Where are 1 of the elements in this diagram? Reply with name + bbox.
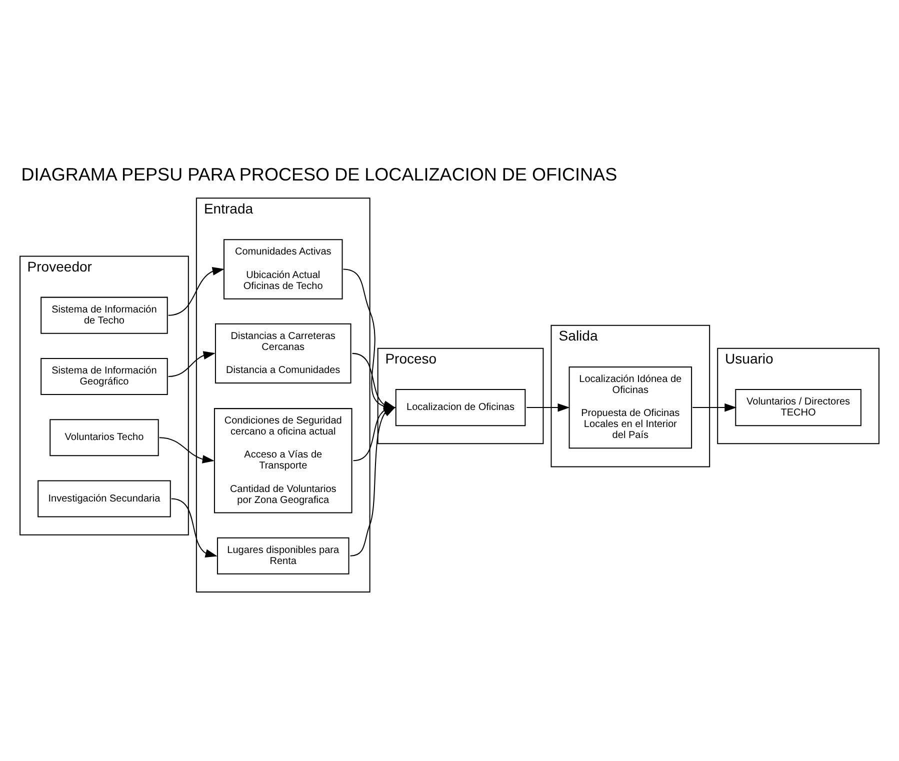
diagram-title: DIAGRAMA PEPSU PARA PROCESO DE LOCALIZACION DE OFICINAS [21, 164, 618, 184]
